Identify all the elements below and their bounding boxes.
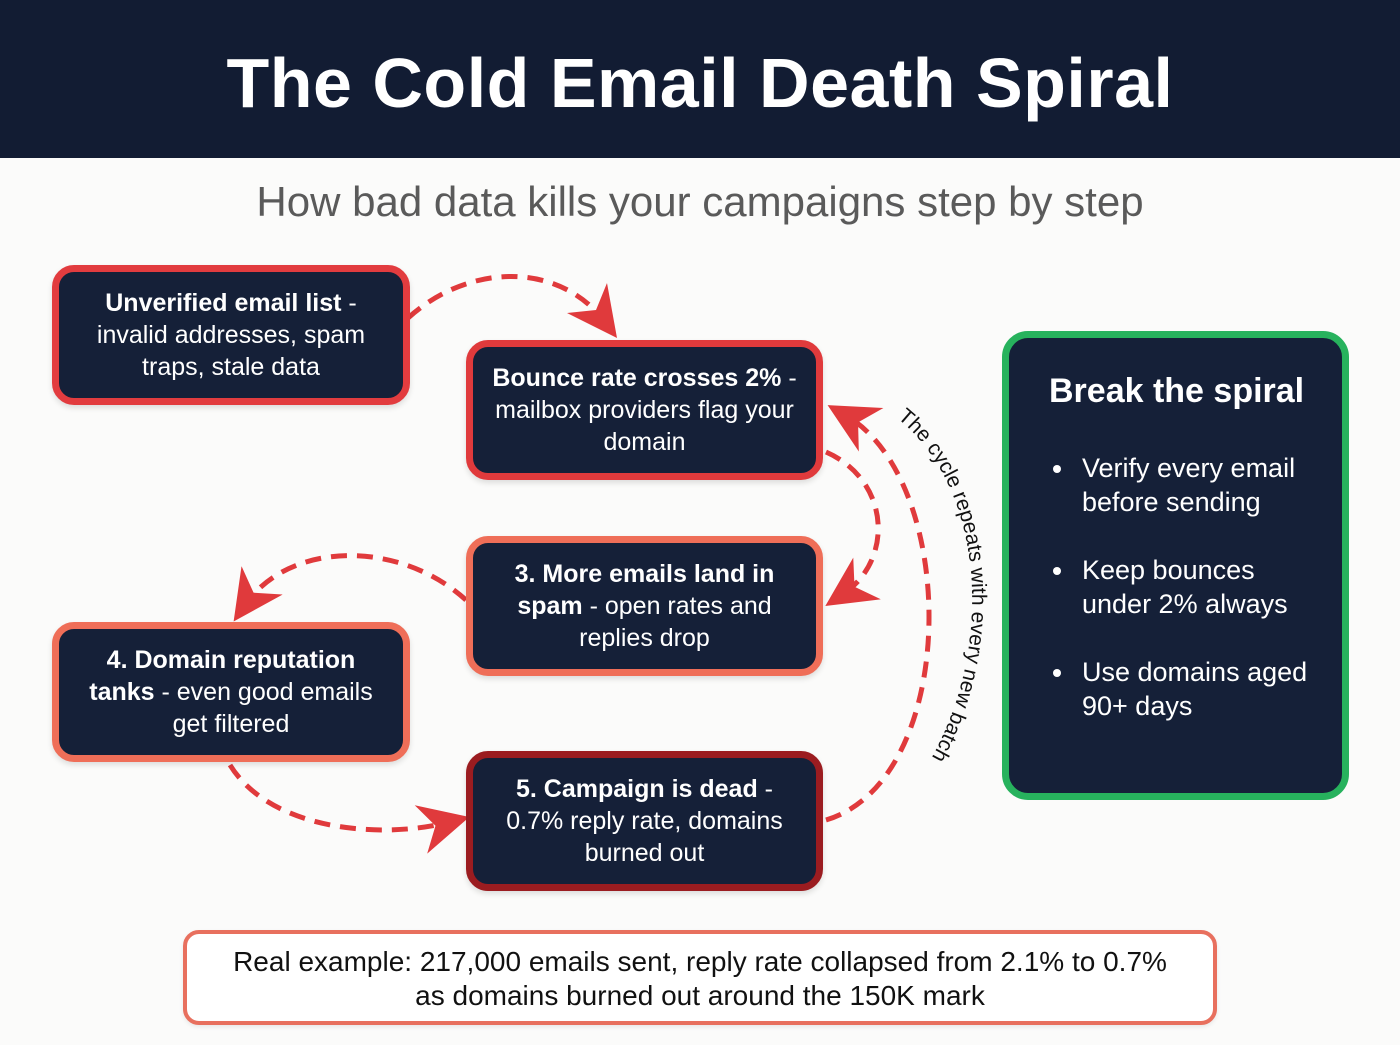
step-5-campaign-dead: 5. Campaign is dead - 0.7% reply rate, d… <box>466 751 823 891</box>
arrow-step4-to-step5 <box>227 763 470 854</box>
step-5-bold: 5. Campaign is dead <box>515 775 758 803</box>
tips-title: Break the spiral <box>1049 372 1305 410</box>
example-line-1: Real example: 217,000 emails sent, reply… <box>233 946 1167 977</box>
cycle-label-text: The cycle repeats with every new batch <box>894 404 990 766</box>
step-5-rest: - 0.7% reply rate, domains burned out <box>506 775 783 867</box>
arrow-step1-to-step2 <box>406 274 618 338</box>
tip-item: Verify every email before sending <box>1049 451 1312 519</box>
tip-item: Use domains aged 90+ days <box>1049 655 1312 723</box>
break-the-spiral-panel: Break the spiral Verify every email befo… <box>1002 331 1349 800</box>
step-1-bold: Unverified email list <box>105 289 342 317</box>
real-example-callout: Real example: 217,000 emails sent, reply… <box>183 930 1217 1025</box>
example-line-2: as domains burned out around the 150K ma… <box>415 980 985 1011</box>
page-title: The Cold Email Death Spiral <box>226 44 1174 122</box>
arrow-step2-to-step3 <box>824 449 881 607</box>
step-2-bold: Bounce rate crosses 2% <box>492 364 782 392</box>
step-3-spam: 3. More emails land in spam - open rates… <box>466 536 823 676</box>
cycle-label: The cycle repeats with every new batch <box>894 404 990 766</box>
step-4-rest: - even good emails get filtered <box>154 678 373 738</box>
step-2-rest: - mailbox providers flag your domain <box>495 364 797 456</box>
step-2-bounce-rate: Bounce rate crosses 2% - mailbox provide… <box>466 340 823 480</box>
header-banner: The Cold Email Death Spiral <box>0 0 1400 158</box>
step-4-bold: 4. Domain reputation tanks <box>89 646 356 706</box>
arrow-cycle-step5-to-step2 <box>825 405 932 823</box>
tip-item: Keep bounces under 2% always <box>1049 553 1312 621</box>
step-3-rest: - open rates and replies drop <box>579 592 772 652</box>
step-1-unverified-list: Unverified email list - invalid addresse… <box>52 265 410 405</box>
arrow-step3-to-step4 <box>233 553 468 622</box>
page-subtitle: How bad data kills your campaigns step b… <box>256 178 1144 225</box>
step-3-bold: 3. More emails land in spam <box>514 560 775 620</box>
tips-list: Verify every email before sending Keep b… <box>1049 451 1312 723</box>
step-1-rest: - invalid addresses, spam traps, stale d… <box>96 289 366 381</box>
step-4-domain-reputation: 4. Domain reputation tanks - even good e… <box>52 622 410 762</box>
